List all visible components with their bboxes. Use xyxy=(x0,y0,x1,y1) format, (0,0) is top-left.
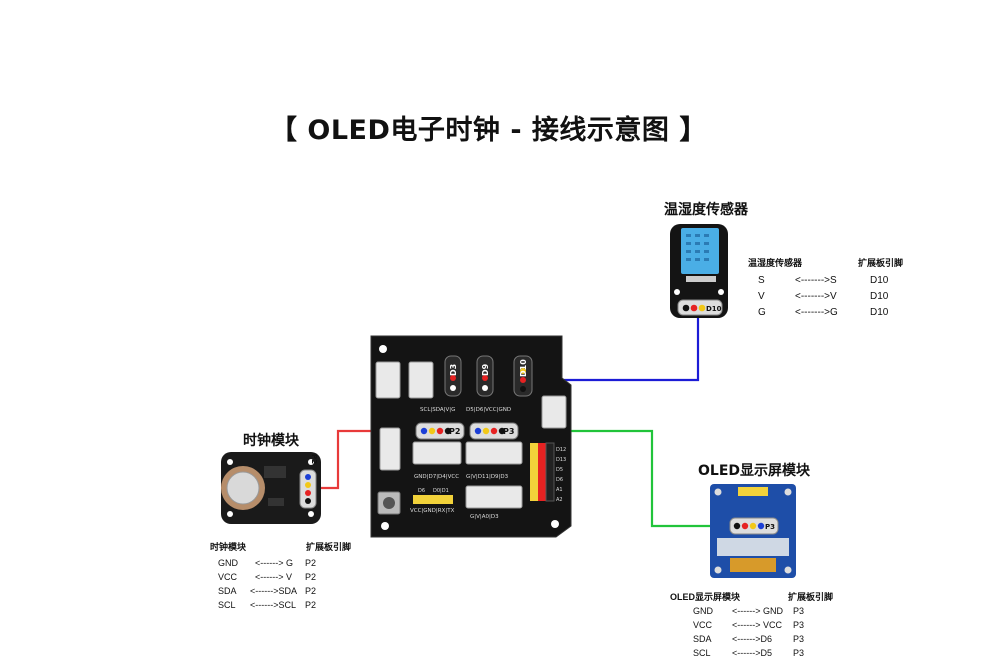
oled-label: OLED显示屏模块 xyxy=(698,463,811,479)
sensor-port-label: D10 xyxy=(706,305,722,313)
port-d3-label: D3 xyxy=(449,364,458,376)
sensor-row-1-pin: V xyxy=(758,291,765,302)
wire-green xyxy=(500,429,728,528)
clock-port-label: P2 xyxy=(310,454,318,464)
clock-label: 时钟模块 xyxy=(243,433,299,449)
silk-top2: D5|D6|VCC|GND xyxy=(466,407,511,413)
clock-row-1-arrow: <------> V xyxy=(255,572,292,582)
clock-table-header-module: 时钟模块 xyxy=(210,542,247,552)
clock-module xyxy=(221,452,321,524)
sensor-table: 温湿度传感器 扩展板引脚 S <------->S D10 V <-------… xyxy=(748,256,928,326)
clock-row-0-arrow: <------> G xyxy=(255,558,293,568)
silk-lab-d6: D6 xyxy=(418,488,425,494)
clock-row-3-port: P2 xyxy=(305,600,317,610)
silk-top1: SCL|SDA|V|G xyxy=(420,407,455,413)
silk-bot1: VCC|GND|RX|TX xyxy=(410,508,455,514)
port-p2-label: P2 xyxy=(449,427,460,436)
silk-lab-d0: D0|D1 xyxy=(433,488,449,494)
sensor-module xyxy=(670,224,728,318)
sensor-row-2-port: D10 xyxy=(870,307,889,318)
oled-row-0-port: P3 xyxy=(793,606,805,616)
sensor-table-header-module: 温湿度传感器 xyxy=(748,258,803,268)
oled-row-3-pin: SCL xyxy=(693,648,711,658)
sensor-row-0-arrow: <------->S xyxy=(795,275,837,286)
sensor-row-2-pin: G xyxy=(758,307,766,318)
clock-table: 时钟模块 扩展板引脚 GND <------> G P2 VCC <------… xyxy=(210,540,380,610)
silk-side-2: D5 xyxy=(556,467,563,473)
port-d10-label: D10 xyxy=(519,359,528,377)
oled-row-3-port: P3 xyxy=(793,648,805,658)
oled-module xyxy=(710,484,796,578)
oled-row-2-pin: SDA xyxy=(693,634,712,644)
clock-row-0-port: P2 xyxy=(305,558,317,568)
clock-row-1-pin: VCC xyxy=(218,572,238,582)
sensor-row-0-port: D10 xyxy=(870,275,889,286)
silk-side-1: D13 xyxy=(556,457,566,463)
clock-row-3-arrow: <------>SCL xyxy=(250,600,297,610)
oled-port-label: P3 xyxy=(765,523,775,531)
oled-table: OLED显示屏模块 扩展板引脚 GND <------> GND P3 VCC … xyxy=(670,590,850,662)
pin-header xyxy=(530,442,555,502)
oled-table-header-module: OLED显示屏模块 xyxy=(670,592,741,602)
silk-mid2: G|V|D11|D9|D3 xyxy=(466,474,509,480)
oled-row-3-arrow: <------>D5 xyxy=(732,648,772,658)
oled-row-2-arrow: <------>D6 xyxy=(732,634,772,644)
port-p2 xyxy=(415,422,465,440)
clock-row-2-arrow: <------>SDA xyxy=(250,586,297,596)
oled-row-1-pin: VCC xyxy=(693,620,713,630)
oled-row-0-arrow: <------> GND xyxy=(732,606,783,616)
clock-row-3-pin: SCL xyxy=(218,600,236,610)
port-p3-label: P3 xyxy=(503,427,514,436)
sensor-row-1-port: D10 xyxy=(870,291,889,302)
silk-side-5: A2 xyxy=(556,497,563,503)
page-title: 【 OLED电子时钟 - 接线示意图 】 xyxy=(270,115,707,146)
clock-table-header-port: 扩展板引脚 xyxy=(306,542,352,552)
sensor-table-header-port: 扩展板引脚 xyxy=(858,258,904,268)
silk-side-3: D6 xyxy=(556,477,563,483)
clock-row-2-port: P2 xyxy=(305,586,317,596)
sensor-label: 温湿度传感器 xyxy=(664,202,748,218)
oled-row-1-arrow: <------> VCC xyxy=(732,620,782,630)
expansion-board xyxy=(370,335,572,538)
port-d9 xyxy=(476,355,494,397)
port-d9-label: D9 xyxy=(481,363,490,376)
port-p3 xyxy=(469,422,519,440)
sensor-row-1-arrow: <------->V xyxy=(795,291,837,302)
wire-blue xyxy=(535,315,700,382)
clock-row-0-pin: GND xyxy=(218,558,238,568)
sensor-row-0-pin: S xyxy=(758,275,765,286)
oled-row-0-pin: GND xyxy=(693,606,713,616)
silk-mid1: GND|D7|D4|VCC xyxy=(414,474,459,480)
silk-mid3: G|V|A0|D3 xyxy=(470,514,499,520)
port-d10 xyxy=(513,355,533,397)
oled-row-1-port: P3 xyxy=(793,620,805,630)
clock-row-2-pin: SDA xyxy=(218,586,237,596)
port-d3 xyxy=(444,355,462,397)
silk-side-4: A1 xyxy=(556,487,563,493)
clock-row-1-port: P2 xyxy=(305,572,317,582)
silk-side-0: D12 xyxy=(556,447,566,453)
sensor-row-2-arrow: <------->G xyxy=(795,307,838,318)
oled-row-2-port: P3 xyxy=(793,634,805,644)
oled-table-header-port: 扩展板引脚 xyxy=(788,592,834,602)
